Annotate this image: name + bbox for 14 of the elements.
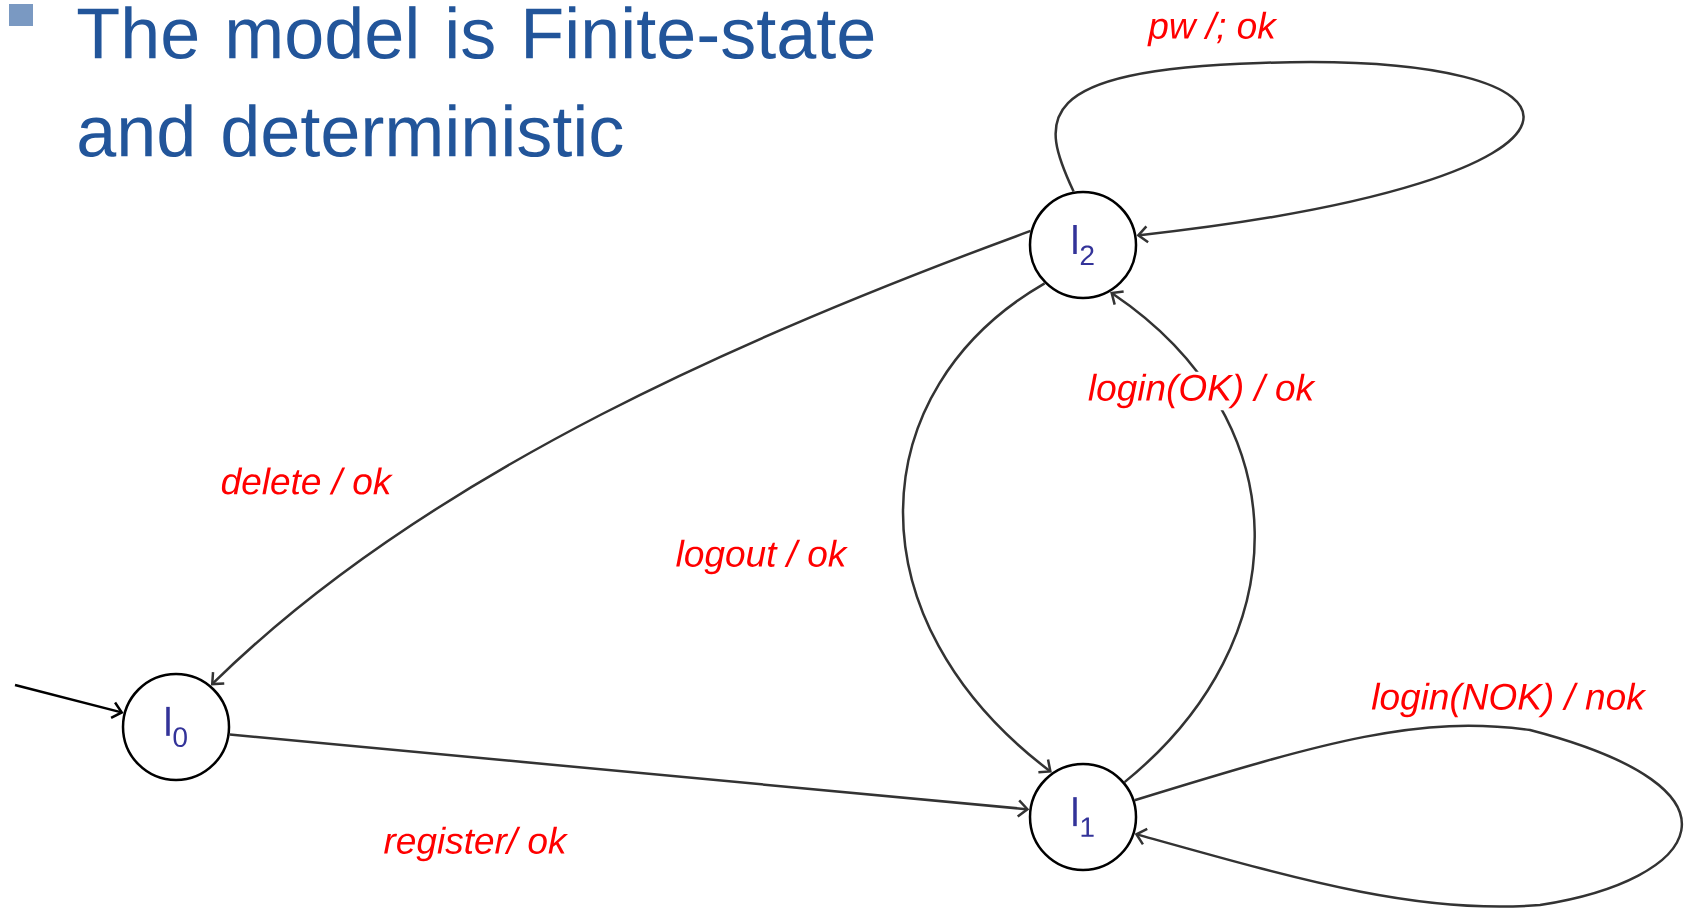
arrow xyxy=(1110,290,1256,784)
edge-label: login(NOK) / nok xyxy=(1369,680,1647,720)
edge-label: logout / ok xyxy=(673,537,849,577)
title: The model is Finite-state and deterministic xyxy=(77,6,874,158)
edge-label: register/ ok xyxy=(381,824,569,864)
arrow xyxy=(14,683,124,720)
edge-label: pw /; ok xyxy=(1146,9,1278,49)
arrow xyxy=(1134,724,1683,908)
edge-label: login(OK) / ok xyxy=(1085,371,1317,411)
arrow xyxy=(210,229,1032,686)
arrow xyxy=(901,282,1052,774)
arrow xyxy=(1054,61,1523,244)
edge-label: delete / ok xyxy=(218,465,394,497)
arrow xyxy=(229,733,1030,818)
